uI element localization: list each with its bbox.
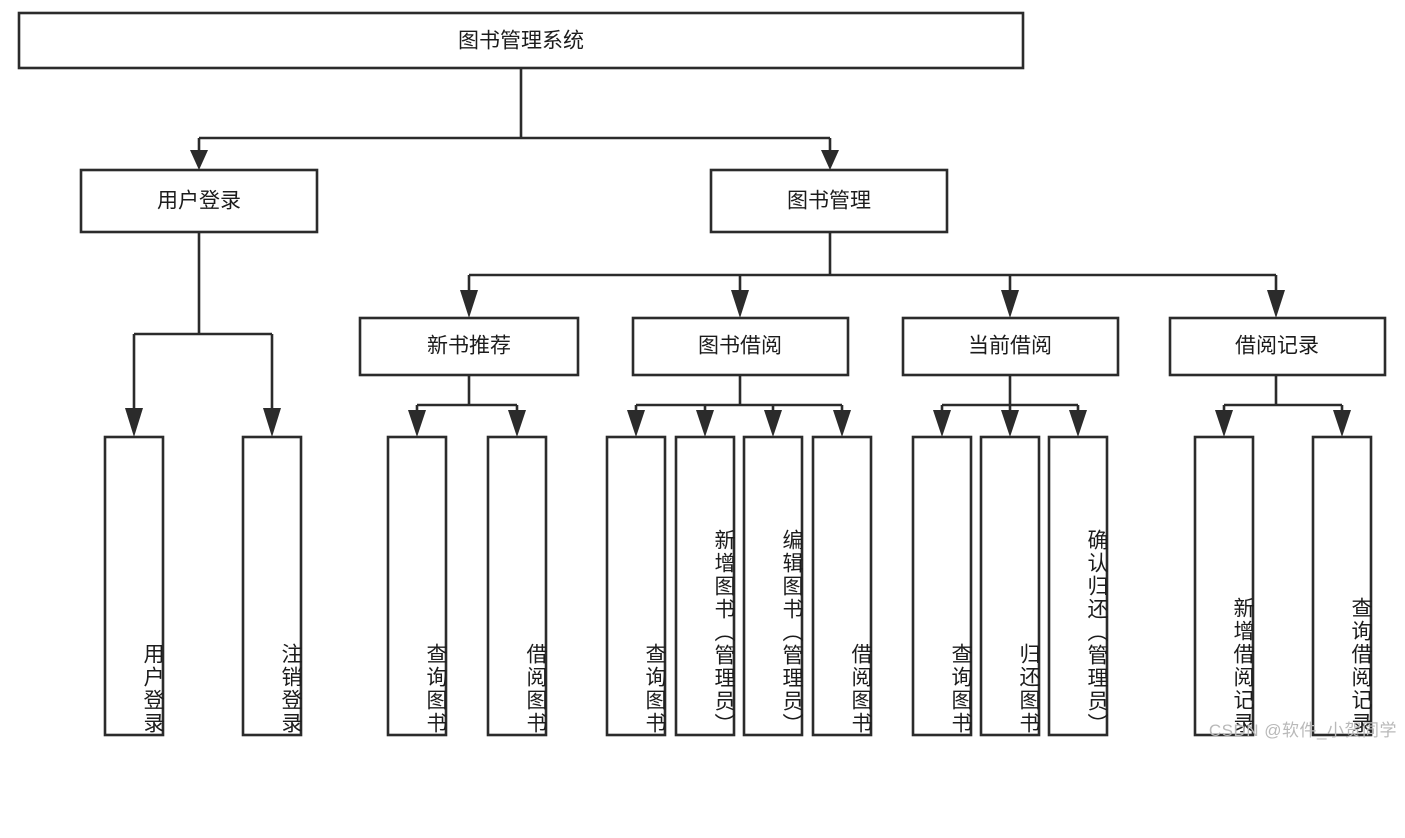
arrow-head-new-book-recommend: [460, 290, 478, 318]
node-book-borrow-label: 图书借阅: [698, 335, 782, 358]
node-root-label: 图书管理系统: [458, 30, 584, 53]
arrow-head-book-borrow: [731, 290, 749, 318]
node-leaf-query-borrow-record[interactable]: [1311, 435, 1373, 737]
arrow-head-leaf-return-book: [1001, 410, 1019, 437]
node-layer: 图书管理系统 用户登录 图书管理 新书推荐 图书借阅 当前借阅 借阅记录: [17, 11, 1387, 737]
node-leaf-query-book-3[interactable]: [911, 435, 973, 737]
node-root[interactable]: [17, 11, 1025, 70]
node-new-book-recommend-label: 新书推荐: [427, 335, 511, 358]
node-leaf-query-book-1[interactable]: [386, 435, 448, 737]
arrow-head-leaf-user-login: [125, 408, 143, 437]
arrow-head-leaf-add-book-admin: [696, 410, 714, 437]
arrow-head-leaf-query-borrow-record: [1333, 410, 1351, 437]
node-leaf-add-borrow-record[interactable]: [1193, 435, 1255, 737]
arrow-head-leaf-edit-book-admin: [764, 410, 782, 437]
node-leaf-add-book-admin[interactable]: [674, 435, 736, 737]
node-user-login-label: 用户登录: [157, 190, 241, 213]
node-borrow-record-label: 借阅记录: [1235, 335, 1319, 358]
arrow-head-current-borrow: [1001, 290, 1019, 318]
node-book-management-label: 图书管理: [787, 190, 871, 213]
node-leaf-borrow-book-2[interactable]: [811, 435, 873, 737]
node-book-management[interactable]: [709, 168, 949, 234]
node-leaf-query-book-2[interactable]: [605, 435, 667, 737]
arrow-head-leaf-borrow-book-2: [833, 410, 851, 437]
node-leaf-user-login[interactable]: [103, 435, 165, 737]
node-leaf-logout-login[interactable]: [241, 435, 303, 737]
arrow-head-user-login: [190, 150, 208, 170]
node-leaf-confirm-return-admin[interactable]: [1047, 435, 1109, 737]
arrow-head-borrow-record: [1267, 290, 1285, 318]
node-borrow-record[interactable]: [1168, 316, 1387, 377]
arrow-head-book-management: [821, 150, 839, 170]
arrow-head-leaf-confirm-return-admin: [1069, 410, 1087, 437]
node-user-login[interactable]: [79, 168, 319, 234]
node-leaf-borrow-book-1[interactable]: [486, 435, 548, 737]
arrow-head-leaf-query-book-2: [627, 410, 645, 437]
node-current-borrow-label: 当前借阅: [968, 335, 1052, 358]
diagram-canvas: 图书管理系统 用户登录 图书管理 新书推荐 图书借阅 当前借阅 借阅记录: [17, 11, 1397, 740]
connector-layer: [125, 68, 1351, 437]
diagram-svg: 图书管理系统 用户登录 图书管理 新书推荐 图书借阅 当前借阅 借阅记录: [17, 11, 1387, 737]
arrow-head-leaf-query-book-1: [408, 410, 426, 437]
node-current-borrow[interactable]: [901, 316, 1120, 377]
node-book-borrow[interactable]: [631, 316, 850, 377]
arrow-head-leaf-borrow-book-1: [508, 410, 526, 437]
node-new-book-recommend[interactable]: [358, 316, 580, 377]
arrow-head-leaf-logout-login: [263, 408, 281, 437]
node-leaf-return-book[interactable]: [979, 435, 1041, 737]
watermark: CSDN @软件_小贺同学: [1208, 721, 1397, 740]
node-leaf-edit-book-admin[interactable]: [742, 435, 804, 737]
arrow-head-leaf-query-book-3: [933, 410, 951, 437]
arrow-head-leaf-add-borrow-record: [1215, 410, 1233, 437]
